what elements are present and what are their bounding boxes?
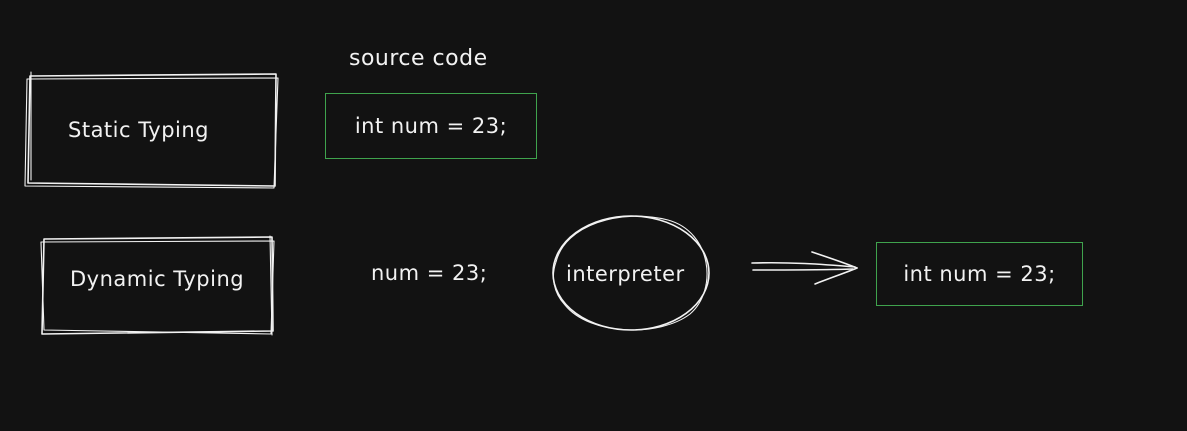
arrow-icon xyxy=(751,251,858,285)
result-code-text: int num = 23; xyxy=(903,262,1056,286)
source-code-label: source code xyxy=(349,46,488,71)
dynamic-typing-label: Dynamic Typing xyxy=(70,267,245,291)
static-typing-label: Static Typing xyxy=(68,118,210,142)
dynamic-code-text: num = 23; xyxy=(371,261,488,285)
static-code-box: int num = 23; xyxy=(325,93,537,159)
interpreter-label: interpreter xyxy=(566,262,685,286)
interpreter-circle xyxy=(552,215,710,331)
static-typing-box xyxy=(24,71,279,189)
dynamic-typing-box xyxy=(40,235,275,336)
result-code-box: int num = 23; xyxy=(876,242,1083,306)
static-code-text: int num = 23; xyxy=(354,114,508,138)
